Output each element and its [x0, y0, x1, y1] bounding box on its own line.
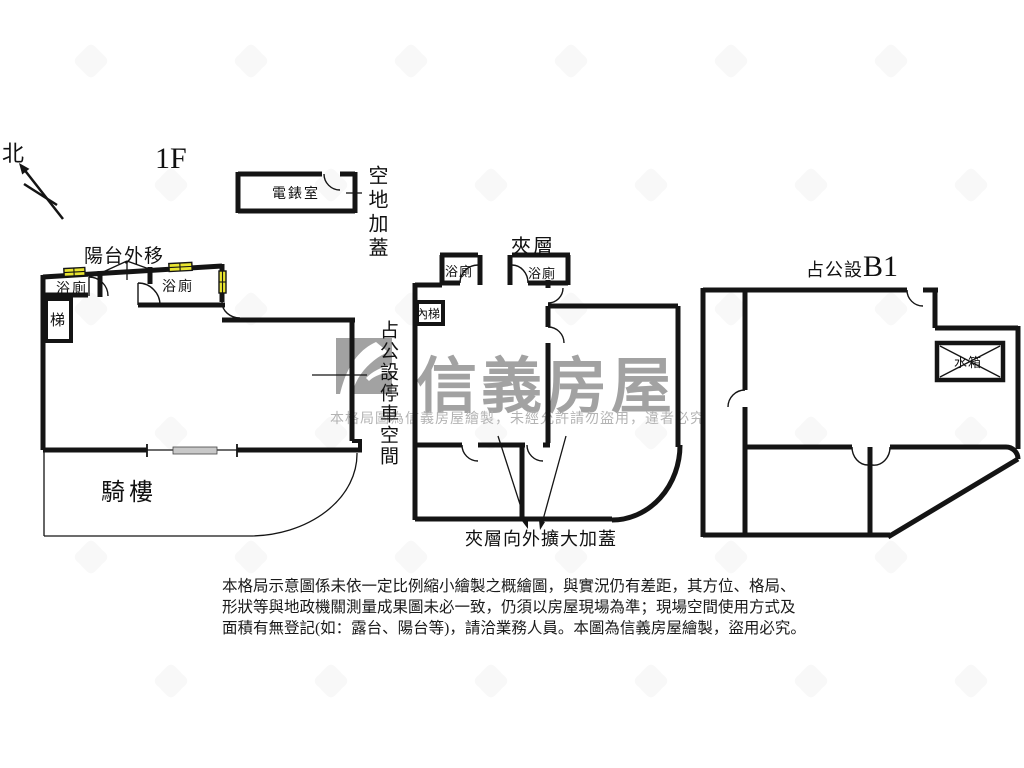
- door-arc: [137, 282, 161, 306]
- door-arc: [323, 173, 341, 191]
- door-arc: [871, 446, 891, 466]
- inner-stairs-label: 內梯: [416, 307, 441, 321]
- floor1-walls: [40, 260, 367, 537]
- door-arc: [459, 264, 479, 284]
- balcony-note: 陽台外移: [84, 246, 165, 267]
- watermark-notice-text: 本格局圖為信義房屋繪製，未經允許請勿盜用，違者必究: [330, 412, 705, 427]
- water-tank-box: [934, 340, 1006, 383]
- rounded-corner: [611, 444, 683, 523]
- door-arc: [851, 446, 869, 466]
- watermark-brand-text: 信義房屋: [416, 354, 677, 421]
- mezzanine-expand-note: 夾層向外擴大加蓋: [465, 529, 617, 549]
- door-arc: [461, 444, 479, 462]
- door-arc: [906, 289, 924, 307]
- north-arrow-icon: [19, 163, 64, 220]
- disclaimer-line-3: 面積有無登記(如：露台、陽台等)，請洽業務人員。本圖為信義房屋繪製，盜用必究。: [222, 620, 806, 637]
- disclaimer-line-1: 本格局示意圖係未依一定比例縮小繪製之概繪圖，與實況仍有差距，其方位、格局、: [222, 578, 796, 595]
- stairwell-box: [44, 297, 73, 343]
- window-marker: [218, 270, 227, 294]
- arcade-outline: [43, 452, 250, 537]
- door-arc: [547, 287, 564, 304]
- bath-label-mezz-left: 浴廁: [445, 264, 474, 279]
- open-space-note: 空地加蓋: [365, 165, 387, 261]
- meter-room-label: 電錶室: [272, 187, 320, 202]
- arcade-label: 騎樓: [101, 480, 157, 506]
- bath-label-1f-left: 浴廁: [56, 282, 88, 297]
- bath-label-1f-right: 浴廁: [162, 280, 194, 295]
- north-label: 北: [2, 141, 25, 166]
- basement-title-prefix: 占公設: [806, 260, 863, 280]
- meter-room-walls: [235, 171, 362, 214]
- door-arc: [547, 326, 565, 344]
- sliding-door: [172, 446, 218, 455]
- callout-lines: [102, 260, 153, 280]
- door-arc: [88, 276, 109, 297]
- door-arc: [526, 444, 544, 462]
- door-arc: [511, 264, 529, 284]
- disclaimer-text: 本格局示意圖係未依一定比例縮小繪製之概繪圖，與實況仍有差距，其方位、格局、 形狀…: [222, 576, 806, 639]
- basement-title-suffix: B1: [863, 250, 899, 283]
- arcade-curve: [249, 452, 358, 537]
- parking-note: 占公設停車空間: [377, 320, 398, 467]
- mezzanine-walls: [412, 252, 683, 530]
- floor1-title: 1F: [155, 142, 187, 175]
- expand-callout-arrows: [497, 435, 567, 530]
- window-marker: [63, 266, 86, 278]
- disclaimer-line-2: 形狀等與地政機關測量成果圖未必一致，仍須以房屋現場為準；現場空間使用方式及: [222, 599, 796, 616]
- water-tank-label: 水箱: [954, 355, 983, 370]
- stairs-label: 梯: [50, 313, 66, 329]
- window-marker: [168, 261, 193, 273]
- inner-stairs-box: [415, 300, 445, 326]
- mezzanine-title: 夾層: [511, 236, 555, 258]
- basement-walls: [700, 287, 1021, 540]
- bath-label-mezz-right: 浴廁: [528, 266, 557, 281]
- door-arc: [727, 389, 746, 408]
